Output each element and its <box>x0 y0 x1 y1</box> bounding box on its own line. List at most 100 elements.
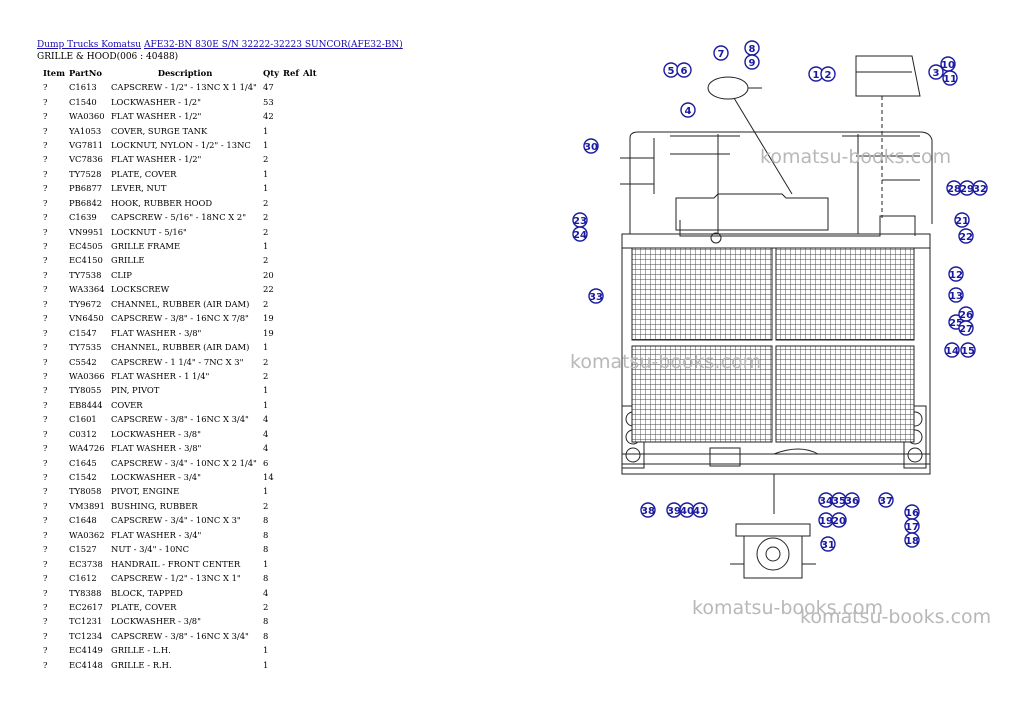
cell-description: LOCKWASHER - 3/8" <box>111 616 201 627</box>
cell-partno: C1542 <box>69 472 97 483</box>
cell-item: ? <box>43 284 48 295</box>
rubber-hood-hook <box>710 232 722 244</box>
cell-item: ? <box>43 486 48 497</box>
cell-qty: 19 <box>263 327 274 338</box>
cell-description: FLAT WASHER - 1/2" <box>111 154 202 165</box>
cell-item: ? <box>43 515 48 526</box>
cell-item: ? <box>43 587 48 598</box>
cell-item: ? <box>43 573 48 584</box>
cell-partno: C5542 <box>69 356 97 367</box>
svg-text:35: 35 <box>832 496 846 507</box>
cell-partno: C1540 <box>69 96 97 107</box>
callout-4: 4 <box>680 102 696 118</box>
lever-nut <box>707 76 749 100</box>
cell-item: ? <box>43 659 48 670</box>
cell-item: ? <box>43 298 48 309</box>
surge-tank-cover <box>675 193 829 231</box>
cell-qty: 4 <box>263 443 269 454</box>
cell-partno: C1612 <box>69 573 97 584</box>
cell-qty: 42 <box>263 111 274 122</box>
cell-description: NUT - 3/4" - 10NC <box>111 544 190 555</box>
cell-alt <box>301 455 321 469</box>
cell-item: ? <box>43 139 48 150</box>
cell-description: GRILLE - L.H. <box>111 645 171 656</box>
svg-text:33: 33 <box>589 292 603 303</box>
cell-item: ? <box>43 313 48 324</box>
callout-15: 15 <box>960 342 976 358</box>
cell-ref <box>281 513 301 527</box>
header-description: Description <box>157 68 213 78</box>
cell-item: ? <box>43 500 48 511</box>
cell-qty: 19 <box>263 313 274 324</box>
cell-alt <box>301 629 321 643</box>
cell-description: FLAT WASHER - 3/8" <box>111 443 202 454</box>
cell-alt <box>301 513 321 527</box>
cell-ref <box>281 542 301 556</box>
cell-item: ? <box>43 630 48 641</box>
breadcrumb-link-dump-trucks[interactable]: Dump Trucks Komatsu <box>37 40 142 50</box>
cell-qty: 1 <box>263 342 269 353</box>
callout-28: 28 <box>946 180 962 196</box>
cell-description: PLATE, COVER <box>111 168 177 179</box>
cell-alt <box>301 167 321 181</box>
cell-partno: PB6842 <box>69 197 103 208</box>
callout-17: 17 <box>904 518 920 534</box>
cell-item: ? <box>43 82 48 93</box>
cell-ref <box>281 398 301 412</box>
cell-alt <box>301 325 321 339</box>
header-qty: Qty <box>263 68 280 78</box>
cell-partno: TY8058 <box>69 486 102 497</box>
cell-description: GRILLE <box>111 255 145 266</box>
cell-ref <box>281 658 301 672</box>
svg-text:28: 28 <box>947 184 961 195</box>
cell-partno: VM3891 <box>69 500 105 511</box>
cell-description: FLAT WASHER - 1/2" <box>111 111 202 122</box>
cell-qty: 1 <box>263 241 269 252</box>
grille-lh-lower <box>631 345 773 443</box>
cell-alt <box>301 470 321 484</box>
callout-36: 36 <box>844 492 860 508</box>
cell-ref <box>281 253 301 267</box>
breadcrumb-link-model[interactable]: AFE32-BN 830E S/N 32222-32223 SUNCOR(AFE… <box>143 40 403 50</box>
cell-ref <box>281 239 301 253</box>
cell-ref <box>281 629 301 643</box>
header-item: Item <box>43 68 65 78</box>
svg-text:12: 12 <box>949 270 963 281</box>
parts-diagram: 7 8 9 5 6 4 1 2 10 11 3 30 28 29 32 21 2… <box>572 40 988 579</box>
cell-description: CAPSCREW - 1/2" - 13NC X 1" <box>111 573 241 584</box>
cell-alt <box>301 398 321 412</box>
callout-22: 22 <box>958 228 974 244</box>
cell-description: CAPSCREW - 3/8" - 16NC X 7/8" <box>111 313 249 324</box>
handrail <box>620 131 933 234</box>
cell-partno: EC2617 <box>69 601 103 612</box>
cell-qty: 53 <box>263 96 274 107</box>
cell-description: LOCKWASHER - 3/8" <box>111 428 201 439</box>
svg-text:6: 6 <box>681 66 688 77</box>
callout-30: 30 <box>583 138 599 154</box>
engine-pivot <box>735 523 811 579</box>
svg-text:1: 1 <box>813 70 820 81</box>
svg-text:5: 5 <box>668 66 675 77</box>
svg-text:3: 3 <box>933 68 940 79</box>
cell-alt <box>301 196 321 210</box>
svg-text:10: 10 <box>941 60 955 71</box>
cell-partno: TY8388 <box>69 587 102 598</box>
callout-11: 11 <box>942 70 958 86</box>
watermark-4: komatsu-books.com <box>800 606 992 628</box>
cell-alt <box>301 499 321 513</box>
cell-item: ? <box>43 197 48 208</box>
cell-ref <box>281 556 301 570</box>
cell-item: ? <box>43 399 48 410</box>
svg-text:30: 30 <box>584 142 598 153</box>
cell-ref <box>281 600 301 614</box>
cell-alt <box>301 427 321 441</box>
